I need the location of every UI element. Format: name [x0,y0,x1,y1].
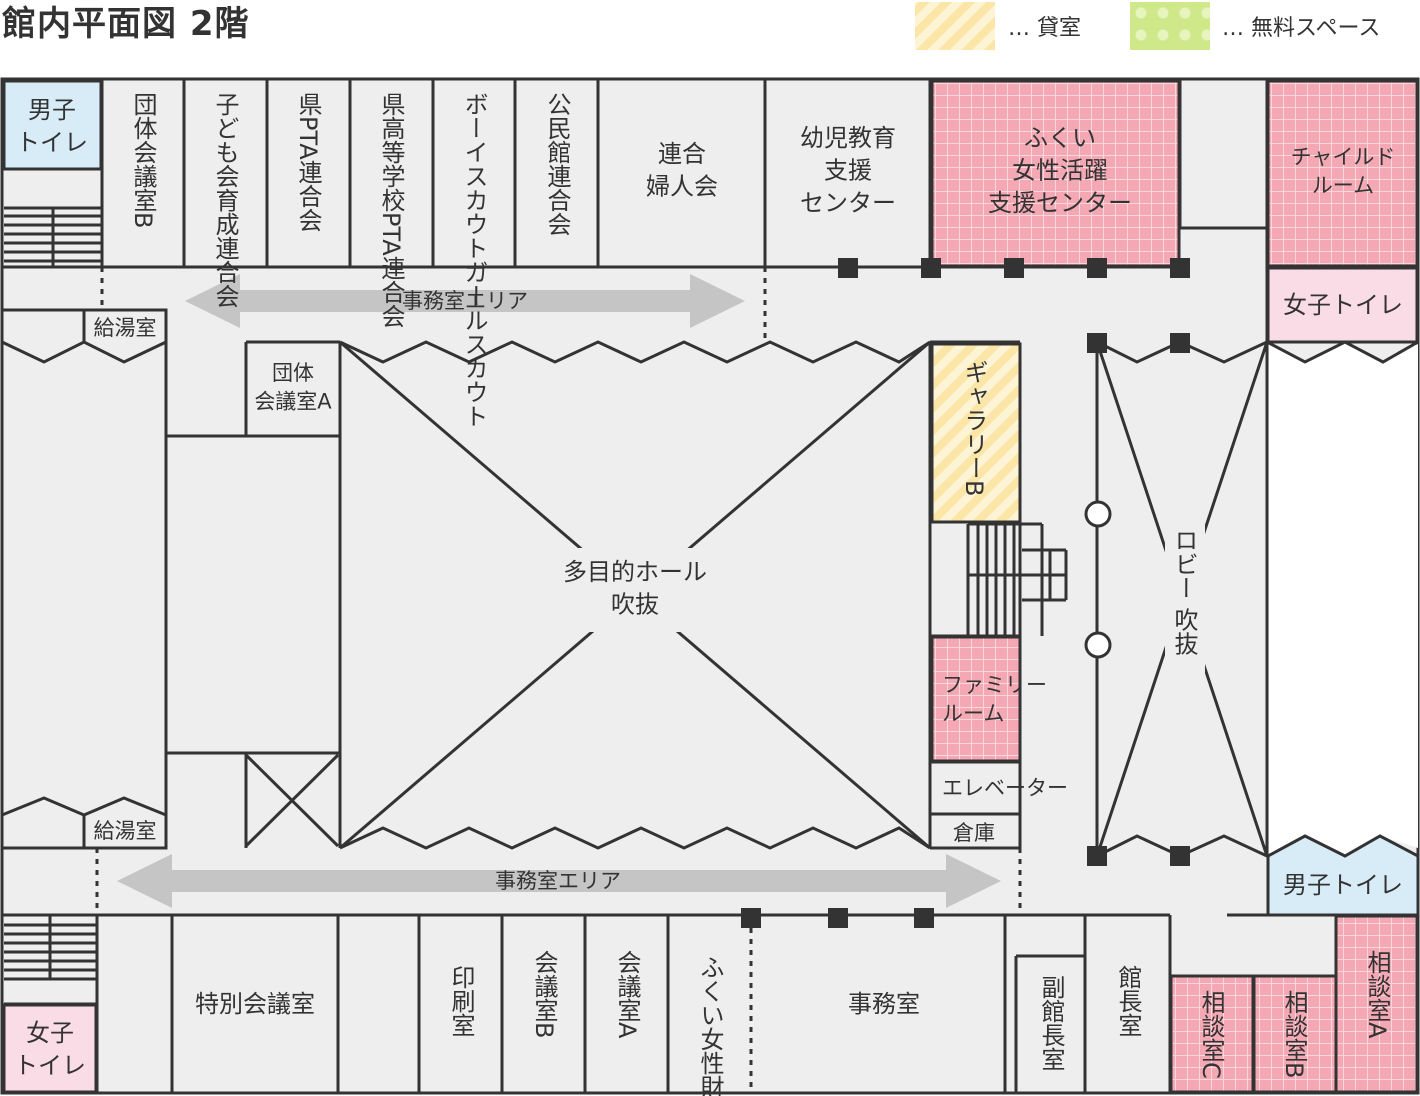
ken-kotogakko-label: 県高等学校PTA連合会 [377,92,405,328]
gallery-b-label: ギャラリーB [960,360,988,496]
jimushitsu-label: 事務室 [848,990,920,1018]
sodan-b-label: 相談室B [1280,990,1308,1078]
dantai-a-label: 団体会議室A [254,361,332,413]
fukui-josei-room [930,79,1181,268]
legend-swatch-free-space [1130,2,1210,50]
stairs-top-left [4,167,102,267]
womens-toilet-bottom [2,1003,98,1094]
sodan-c-label: 相談室C [1197,990,1225,1079]
ken-pta-label: 県PTA連合会 [294,92,322,232]
legend-label-rental: … 貸室 [1008,16,1081,41]
gallery-b [930,342,1022,524]
kancho-label: 館長室 [1114,965,1142,1037]
sodan-a-room [1334,914,1419,1094]
sodan-c-room [1169,974,1255,1094]
corridor-arrow-bottom [117,854,1001,908]
insatsu-label: 印刷室 [447,965,475,1037]
scout-label: ボーイスカウトガールスカウト [460,92,488,428]
mens-toilet-top [2,79,103,171]
kyutoshitsu-top-label: 給湯室 [94,316,157,340]
yoji-label: 幼児教育支援センター [800,124,896,217]
sodan-a-label: 相談室A [1363,950,1391,1039]
tokubetsu-label: 特別会議室 [195,990,315,1018]
kodomo-label: 子ども会育成連合会 [211,92,239,308]
jimu-area-top-label: 事務室エリア [402,289,528,313]
fukui-zaidan-label: ふくい女性財団 [696,955,724,1096]
fukui-josei-label: ふくい女性活躍支援センター [988,124,1132,217]
legend-swatch-rental [915,2,995,50]
lobby-label: ロビー 吹抜 [1170,528,1198,656]
dantai-b-label: 団体会議室B [129,92,157,228]
womens-toilet-bottom-label: 女子トイレ [14,1019,86,1079]
kyutoshitsu-bottom-label: 給湯室 [94,819,157,843]
hall-label: 多目的ホール吹抜 [563,558,707,618]
sodan-b-room [1252,974,1338,1094]
legend-label-free-space: … 無料スペース [1222,16,1381,41]
kaigi-a-label: 会議室A [613,950,641,1039]
corridor-arrow-top [185,274,745,328]
stairs-center-right [966,522,1068,636]
kaigi-b-label: 会議室B [530,950,558,1038]
fuku-kancho-label: 副館長室 [1037,975,1065,1071]
family-room-label: ファミリールーム [942,673,1047,725]
rengo-fujinkai-label: 連合婦人会 [646,140,718,200]
womens-toilet-right-label: 女子トイレ [1283,291,1403,319]
elevator-label: エレベーター [942,776,1068,800]
family-room [930,635,1022,763]
child-room [1266,79,1419,268]
kominkan-label: 公民館連合会 [543,92,571,236]
womens-toilet-right [1266,266,1419,344]
mens-toilet-right-label: 男子トイレ [1283,871,1403,899]
hall-label-bg [548,548,726,632]
mens-toilet-top-label: 男子トイレ [16,96,88,156]
child-room-label: チャイルドルーム [1291,145,1396,197]
soko-label: 倉庫 [953,821,995,845]
jimu-area-bottom-label: 事務室エリア [495,869,621,893]
page-title: 館内平面図 2階 [2,4,250,44]
